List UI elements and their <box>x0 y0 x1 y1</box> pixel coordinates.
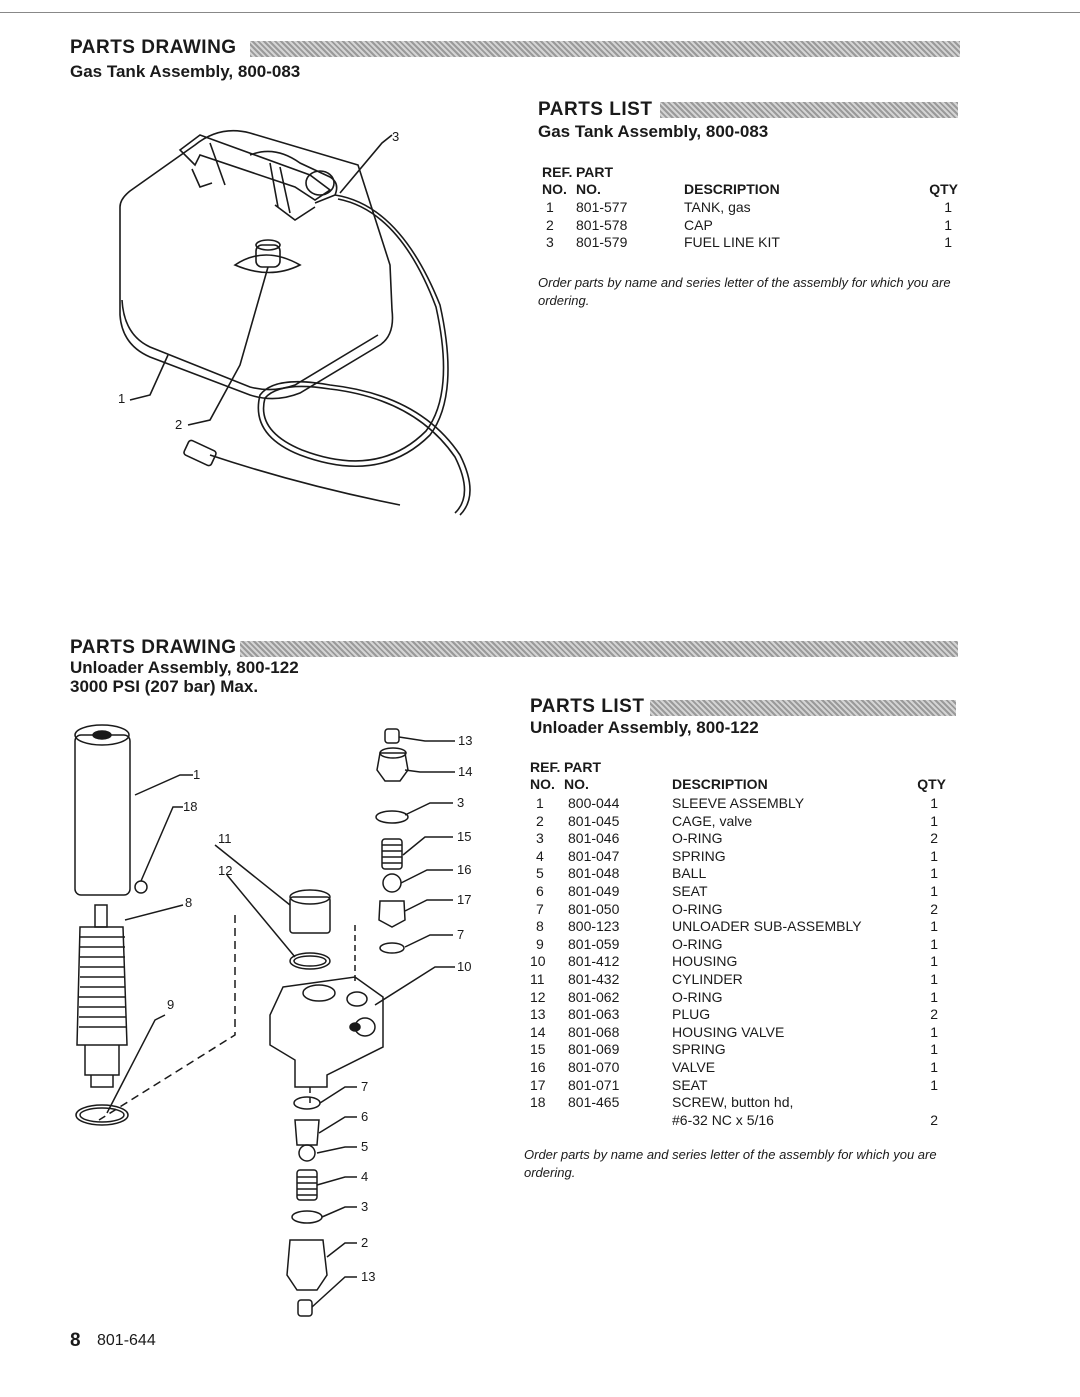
callout-9: 9 <box>167 997 174 1012</box>
callout-17: 17 <box>457 892 471 907</box>
callout-1: 1 <box>193 767 200 782</box>
callout-4: 4 <box>361 1169 368 1184</box>
callout-5: 5 <box>361 1139 368 1154</box>
gas-tank-drawing-title: Gas Tank Assembly, 800-083 <box>70 62 301 81</box>
col-part-top: PART <box>576 164 614 180</box>
col-part: NO. <box>564 776 589 792</box>
callout-15: 15 <box>457 829 471 844</box>
callout-7b: 7 <box>361 1079 368 1094</box>
col-part: NO. <box>576 181 601 197</box>
page-number: 8 <box>70 1330 81 1351</box>
unloader-drawing-header: PARTS DRAWING <box>70 637 237 658</box>
unloader-parts-list-bar <box>650 700 956 716</box>
col-qty: QTY <box>929 181 958 197</box>
gas-tank-parts-list-title: Gas Tank Assembly, 800-083 <box>538 122 769 141</box>
unloader-parts-list-header: PARTS LIST <box>530 696 645 717</box>
gas-tank-order-note: Order parts by name and series letter of… <box>538 275 951 308</box>
callout-11: 11 <box>218 831 232 846</box>
gas-tank-table-header: REF. PART NO. NO. DESCRIPTION QTY <box>542 164 962 200</box>
gas-tank-parts-list-header: PARTS LIST <box>538 99 653 120</box>
callout-2: 2 <box>175 417 182 432</box>
callout-18: 18 <box>183 799 197 814</box>
unloader-drawing-header-bar <box>240 641 958 657</box>
callout-1: 1 <box>118 391 125 406</box>
callout-16: 16 <box>457 862 471 877</box>
col-description: DESCRIPTION <box>672 776 768 792</box>
table-row: 1 801-577 TANK, gas 1 <box>546 199 952 215</box>
scan-top-rule <box>0 12 1080 13</box>
gas-tank-drawing-header: PARTS DRAWING <box>70 37 237 58</box>
callout-6: 6 <box>361 1109 368 1124</box>
unloader-illustration: 1 18 11 12 8 9 13 14 3 15 16 17 7 10 7 6… <box>74 724 472 1317</box>
callout-2: 2 <box>361 1235 368 1250</box>
unloader-table-header: REF. PART NO. NO. DESCRIPTION QTY <box>530 759 950 795</box>
callout-12: 12 <box>218 863 232 878</box>
callout-3: 3 <box>392 129 399 144</box>
unloader-order-note: Order parts by name and series letter of… <box>524 1147 937 1180</box>
callout-13: 13 <box>458 733 472 748</box>
gas-tank-table-body: 1 801-577 TANK, gas 1 2 801-578 CAP 1 3 … <box>542 199 962 252</box>
col-ref: NO. <box>530 776 555 792</box>
callout-10: 10 <box>457 959 471 974</box>
gas-tank-parts-list-bar <box>660 102 958 118</box>
col-qty: QTY <box>917 776 946 792</box>
callout-3: 3 <box>457 795 464 810</box>
unloader-drawing-title: Unloader Assembly, 800-122 <box>70 658 299 677</box>
unloader-parts-list-title: Unloader Assembly, 800-122 <box>530 718 759 737</box>
col-part-top: PART <box>564 759 602 775</box>
table-row: 2 801-578 CAP 1 <box>546 216 952 233</box>
col-ref-top: REF. <box>542 164 573 180</box>
callout-8: 8 <box>185 895 192 910</box>
unloader-drawing-subtitle: 3000 PSI (207 bar) Max. <box>70 677 259 696</box>
col-ref: NO. <box>542 181 567 197</box>
callout-3b: 3 <box>361 1199 368 1214</box>
table-row: 3 801-579 FUEL LINE KIT 1 <box>546 234 952 251</box>
callout-14: 14 <box>458 764 472 779</box>
col-description: DESCRIPTION <box>684 181 780 197</box>
gas-tank-drawing-header-bar <box>250 41 960 57</box>
doc-number: 801-644 <box>97 1332 156 1349</box>
callout-7: 7 <box>457 927 464 942</box>
gas-tank-illustration: 3 1 2 <box>118 129 471 516</box>
callout-13b: 13 <box>361 1269 375 1284</box>
col-ref-top: REF. <box>530 759 561 775</box>
